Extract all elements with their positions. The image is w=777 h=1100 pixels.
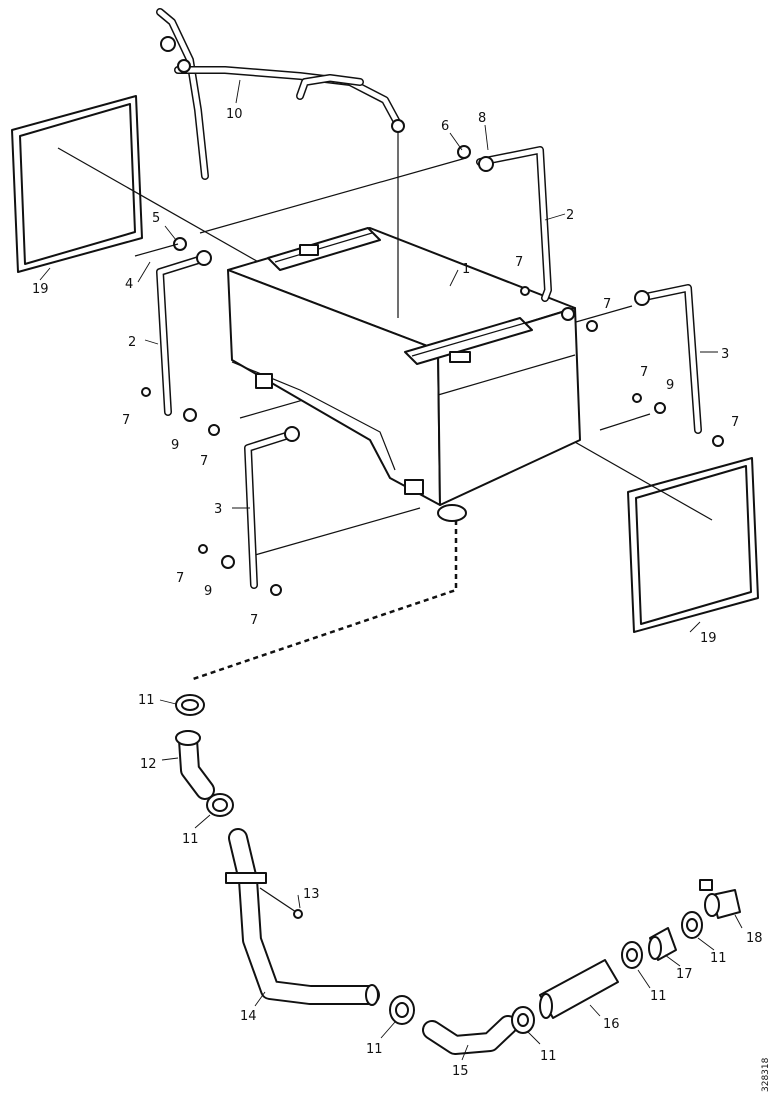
callout-17: 17 [676, 967, 693, 982]
fasteners [141, 286, 724, 596]
bracket-2-left [134, 237, 212, 416]
callout-9: 9 [171, 438, 179, 453]
callout-12: 12 [140, 757, 157, 772]
callout-14: 14 [240, 1009, 257, 1024]
callout-4: 4 [125, 277, 133, 292]
callout-10: 10 [226, 107, 243, 122]
callout-2: 2 [566, 208, 574, 223]
callout-7: 7 [731, 415, 739, 430]
document-id: 328318 [761, 1057, 771, 1092]
callout-7: 7 [122, 413, 130, 428]
bracket-3-left [244, 426, 300, 589]
callout-11: 11 [182, 832, 199, 847]
tank [189, 227, 581, 682]
gasket-frame-left [11, 95, 143, 273]
callout-9: 9 [204, 584, 212, 599]
callout-7: 7 [515, 255, 523, 270]
callout-1: 1 [462, 262, 470, 277]
gasket-frame-right [627, 457, 759, 633]
callout-2: 2 [128, 335, 136, 350]
callout-7: 7 [603, 297, 611, 312]
callout-11: 11 [650, 989, 667, 1004]
callout-7: 7 [200, 454, 208, 469]
callout-6: 6 [441, 119, 449, 134]
callout-7: 7 [176, 571, 184, 586]
callout-labels: 1 2 2 3 3 4 5 6 7 7 7 7 7 7 7 7 8 9 9 9 … [32, 107, 763, 1079]
callout-3: 3 [214, 502, 222, 517]
callout-11: 11 [366, 1042, 383, 1057]
callout-5: 5 [152, 211, 160, 226]
vent-pipe [156, 8, 405, 318]
callout-9: 9 [666, 378, 674, 393]
callout-15: 15 [452, 1064, 469, 1079]
callout-16: 16 [603, 1017, 620, 1032]
callout-11: 11 [138, 693, 155, 708]
callout-13: 13 [303, 887, 320, 902]
callout-8: 8 [478, 111, 486, 126]
callout-19: 19 [700, 631, 717, 646]
leader-lines [39, 79, 743, 1061]
callout-11: 11 [540, 1049, 557, 1064]
callout-7: 7 [250, 613, 258, 628]
callout-3: 3 [721, 347, 729, 362]
callout-18: 18 [746, 931, 763, 946]
callout-19: 19 [32, 282, 49, 297]
bracket-3-right [634, 284, 702, 434]
hose-assembly [175, 694, 741, 1055]
callout-7: 7 [640, 365, 648, 380]
callout-11: 11 [710, 951, 727, 966]
